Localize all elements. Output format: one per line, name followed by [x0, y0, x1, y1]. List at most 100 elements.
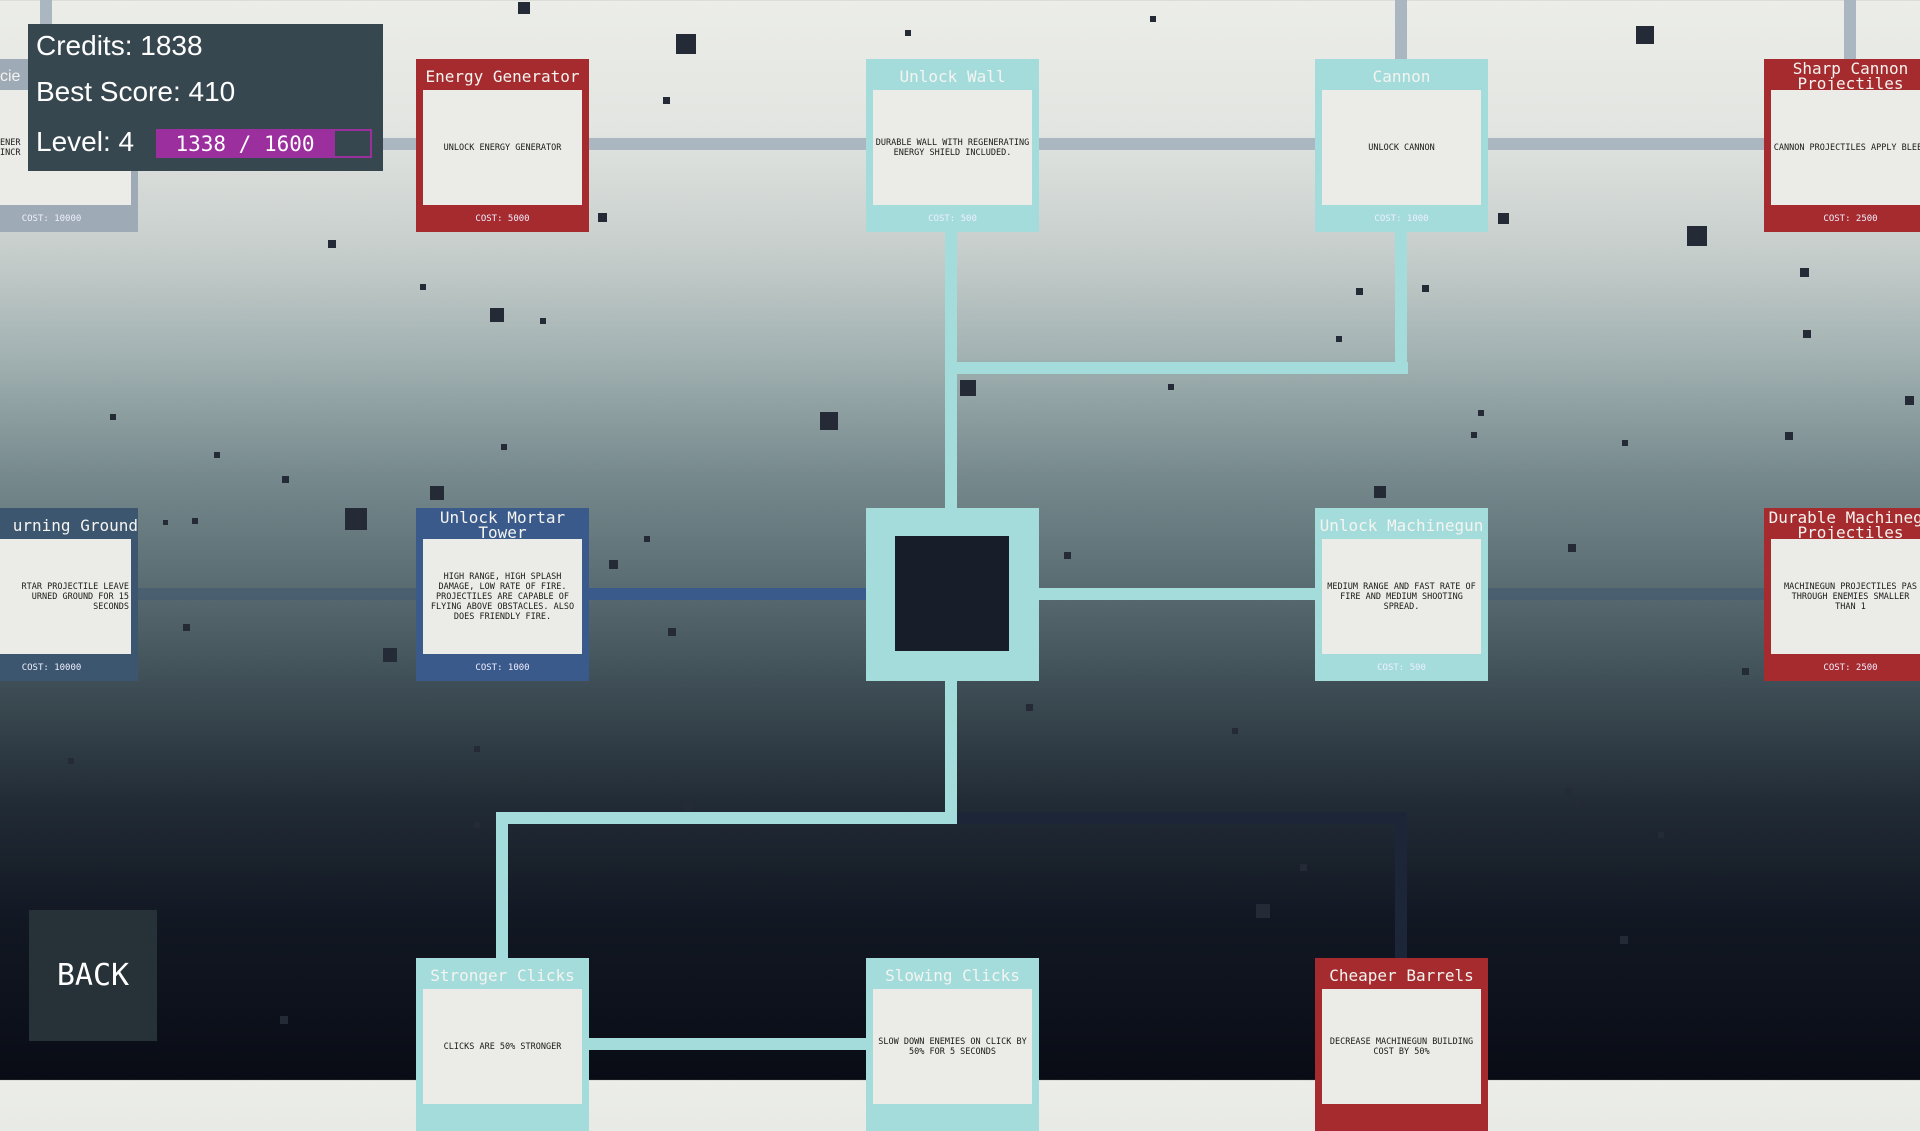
upgrade-title: urning Ground	[12, 515, 138, 535]
upgrade-card[interactable]: urning Ground RTAR PROJECTILE LEAVE URNE…	[0, 508, 138, 681]
upgrade-description: DECREASE MACHINEGUN BUILDING COST BY 50%	[1322, 989, 1481, 1104]
particle	[1478, 410, 1484, 416]
upgrade-card[interactable]: Stronger Clicks CLICKS ARE 50% STRONGER	[416, 958, 589, 1131]
upgrade-title: Cannon	[1372, 66, 1431, 86]
level-progress-text: 1338 / 1600	[175, 131, 315, 156]
back-button[interactable]: BACK	[29, 910, 157, 1041]
particle	[905, 30, 911, 36]
particle	[474, 822, 480, 828]
particle	[110, 414, 116, 420]
particle	[518, 2, 530, 14]
level-progress-bar: 1338 / 1600	[156, 129, 372, 158]
connector-line	[586, 1038, 870, 1050]
upgrade-cost: COST: 1000	[1374, 214, 1429, 224]
particle	[1905, 396, 1914, 405]
particle	[598, 213, 607, 222]
best-score-label: Best Score: 410	[36, 76, 236, 107]
upgrade-card[interactable]: Unlock Mortar Tower HIGH RANGE, HIGH SPL…	[416, 508, 589, 681]
particle	[1336, 336, 1342, 342]
level-label: Level: 4	[36, 126, 135, 157]
particle	[1636, 26, 1654, 44]
upgrade-description: CLICKS ARE 50% STRONGER	[423, 989, 582, 1104]
upgrade-title: Cheaper Barrels	[1329, 965, 1474, 985]
particle	[1471, 432, 1477, 438]
particle	[1565, 788, 1572, 795]
particle	[1658, 832, 1664, 838]
particle	[1356, 288, 1363, 295]
particle	[684, 802, 693, 811]
particle	[420, 284, 426, 290]
upgrade-title: Slowing Clicks	[885, 965, 1020, 985]
upgrade-description: MACHINEGUN PROJECTILES PAS THROUGH ENEMI…	[1771, 539, 1920, 654]
particle	[1620, 936, 1628, 944]
particle	[1232, 728, 1238, 734]
upgrade-card[interactable]: Unlock Wall DURABLE WALL WITH REGENERATI…	[866, 59, 1039, 232]
upgrade-cost: COST: 2500	[1823, 214, 1878, 224]
particle	[1803, 330, 1811, 338]
particle	[820, 412, 838, 430]
upgrade-card[interactable]: Slowing Clicks SLOW DOWN ENEMIES ON CLIC…	[866, 958, 1039, 1131]
upgrade-description: UNLOCK ENERGY GENERATOR	[423, 90, 582, 205]
particle	[214, 452, 220, 458]
particle	[68, 758, 74, 764]
connector-line	[1395, 812, 1407, 962]
particle	[430, 486, 444, 500]
particle	[383, 648, 397, 662]
upgrade-card[interactable]: Sharp Cannon Projectiles CANNON PROJECTI…	[1764, 59, 1920, 232]
particle	[1785, 432, 1793, 440]
particle	[1026, 704, 1033, 711]
connector-line	[496, 812, 957, 824]
upgrade-title: Durable Machinegu Projectiles	[1768, 511, 1920, 539]
upgrade-cost: COST: 5000	[475, 214, 530, 224]
particle	[540, 318, 546, 324]
upgrade-card[interactable]: Energy Generator UNLOCK ENERGY GENERATOR…	[416, 59, 589, 232]
connector-line	[945, 362, 1408, 374]
core-center	[895, 536, 1009, 651]
core-node[interactable]	[866, 508, 1039, 681]
particle	[490, 308, 504, 322]
upgrade-description: SLOW DOWN ENEMIES ON CLICK BY 50% FOR 5 …	[873, 989, 1032, 1104]
particle	[1300, 864, 1307, 871]
particle	[676, 34, 696, 54]
particle	[1374, 486, 1386, 498]
hud-panel: Credits: 1838 Best Score: 410 Level: 4 1…	[28, 24, 383, 171]
particle	[663, 97, 670, 104]
upgrade-cost: COST: 2500	[1823, 663, 1878, 673]
particle	[960, 380, 976, 396]
upgrade-description: DURABLE WALL WITH REGENERATING ENERGY SH…	[873, 90, 1032, 205]
particle	[1498, 213, 1509, 224]
particle	[282, 476, 289, 483]
particle	[280, 1016, 288, 1024]
particle	[1575, 800, 1582, 807]
upgrade-title: Sharp Cannon Projectiles	[1792, 62, 1909, 90]
connector-line	[945, 678, 957, 824]
particle	[1622, 440, 1628, 446]
connector-line	[1395, 231, 1407, 374]
particle	[644, 536, 650, 542]
particle	[1422, 285, 1429, 292]
upgrade-title: Unlock Wall	[899, 66, 1006, 86]
upgrade-card[interactable]: Durable Machinegu Projectiles MACHINEGUN…	[1764, 508, 1920, 681]
upgrade-card[interactable]: Cheaper Barrels DECREASE MACHINEGUN BUIL…	[1315, 958, 1488, 1131]
connector-line	[957, 812, 1407, 824]
level-progress-fill	[158, 131, 336, 156]
particle	[474, 746, 480, 752]
particle	[183, 624, 190, 631]
particle	[163, 520, 168, 525]
particle	[501, 444, 507, 450]
particle	[1064, 552, 1071, 559]
upgrade-description: HIGH RANGE, HIGH SPLASH DAMAGE, LOW RATE…	[423, 539, 582, 654]
upgrade-cost: COST: 500	[1377, 663, 1426, 673]
connector-line	[496, 812, 508, 962]
connector-line	[1036, 588, 1318, 600]
particle	[1687, 226, 1707, 246]
upgrade-cost: COST: 10000	[21, 663, 82, 673]
particle	[328, 240, 336, 248]
upgrade-description: RTAR PROJECTILE LEAVE URNED GROUND FOR 1…	[0, 539, 131, 654]
particle	[1150, 16, 1156, 22]
upgrade-description: MEDIUM RANGE AND FAST RATE OF FIRE AND M…	[1322, 539, 1481, 654]
particle	[192, 518, 198, 524]
credits-label: Credits: 1838	[36, 30, 203, 61]
upgrade-card[interactable]: Unlock Machinegun MEDIUM RANGE AND FAST …	[1315, 508, 1488, 681]
